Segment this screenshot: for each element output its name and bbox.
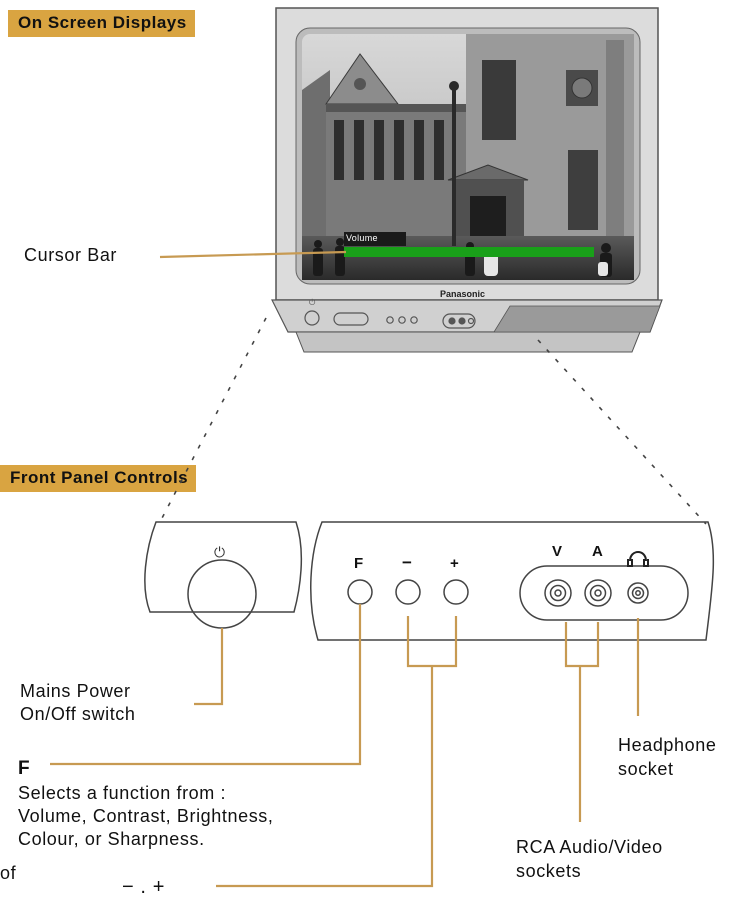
minus-button	[395, 579, 421, 605]
on-screen-displays-title: On Screen Displays	[8, 10, 195, 37]
control-panel	[310, 521, 715, 641]
front-panel-controls-title: Front Panel Controls	[0, 465, 197, 492]
panel-label-minus: −	[402, 553, 412, 572]
osd-overlay	[344, 232, 594, 257]
av-socket-panel	[519, 565, 689, 621]
f-key-label: F	[18, 758, 31, 779]
cursor-bar-label: Cursor Bar	[24, 245, 118, 265]
power-panel	[144, 521, 303, 629]
cursor-bar	[344, 247, 594, 257]
headphone-icon	[627, 551, 649, 567]
power-label-line2: On/Off switch	[20, 704, 136, 724]
f-desc-line1: Selects a function from :	[18, 783, 227, 803]
of-fragment: of	[0, 863, 17, 883]
plus-button	[443, 579, 469, 605]
panel-label-v: V	[552, 543, 563, 560]
minus-plus-label: − . +	[122, 876, 166, 898]
panel-label-plus: +	[450, 555, 459, 572]
tv-front-controls: ⏻	[304, 298, 476, 329]
svg-text:⏻: ⏻	[309, 298, 316, 307]
power-symbol-icon: ⏻	[214, 544, 225, 560]
headphone-label-line2: socket	[618, 759, 674, 779]
brand-logo: Panasonic	[440, 289, 486, 299]
zoom-lines	[159, 317, 707, 525]
f-desc-line2: Volume, Contrast, Brightness,	[18, 806, 274, 826]
osd-volume-label: Volume	[346, 233, 378, 243]
panel-label-a: A	[592, 543, 603, 560]
f-desc-line3: Colour, or Sharpness.	[18, 829, 205, 849]
f-button	[347, 579, 373, 605]
rca-label-line1: RCA Audio/Video	[516, 837, 663, 857]
power-label-line1: Mains Power	[20, 681, 131, 701]
headphone-label-line1: Headphone	[618, 735, 717, 755]
panel-label-f: F	[354, 555, 364, 572]
rca-label-line2: sockets	[516, 861, 582, 881]
leader-lines	[50, 250, 640, 888]
